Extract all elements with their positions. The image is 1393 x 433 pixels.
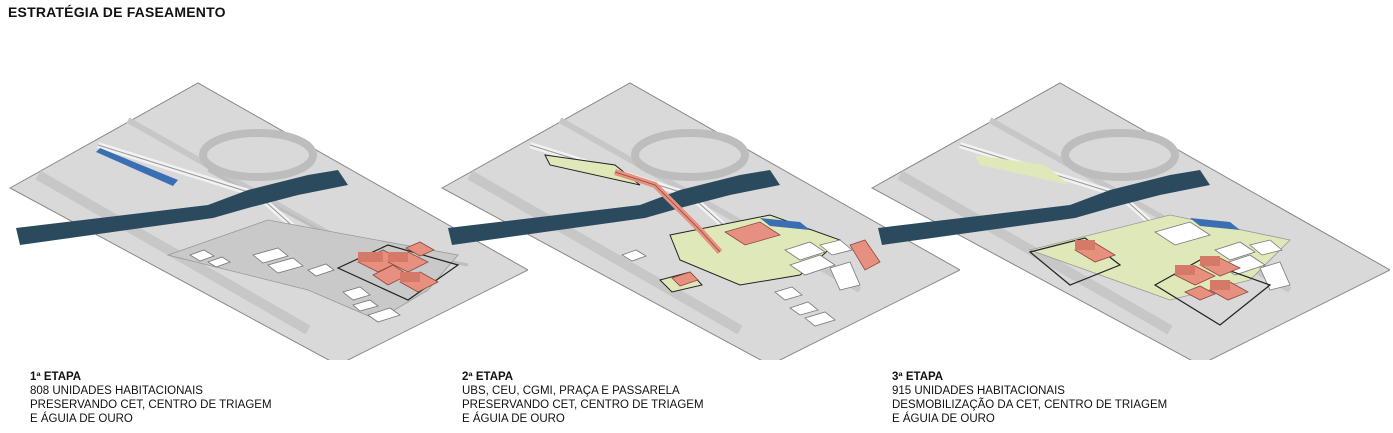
phase-1-line-1: 808 UNIDADES HABITACIONAIS — [30, 385, 203, 397]
phase-3-panel: 3ª ETAPA 915 UNIDADES HABITACIONAIS DESM… — [870, 0, 1390, 433]
phase-1-axonometric-drawing — [8, 82, 528, 360]
page-title: ESTRATÉGIA DE FASEAMENTO — [8, 4, 226, 20]
phase-3-axonometric-drawing — [870, 82, 1390, 360]
phase-2-axonometric-drawing — [440, 82, 960, 360]
phase-2-line-2: PRESERVANDO CET, CENTRO DE TRIAGEM — [462, 399, 704, 411]
phase-3-line-1: 915 UNIDADES HABITACIONAIS — [892, 385, 1065, 397]
phase-2-line-1: UBS, CEU, CGMI, PRAÇA E PASSARELA — [462, 385, 680, 397]
phase-2-line-3: E ÁGUIA DE OURO — [462, 413, 565, 425]
phase-1-caption: 1ª ETAPA 808 UNIDADES HABITACIONAIS PRES… — [30, 370, 272, 426]
phase-2-panel: 2ª ETAPA UBS, CEU, CGMI, PRAÇA E PASSARE… — [440, 0, 960, 433]
phase-1-line-2: PRESERVANDO CET, CENTRO DE TRIAGEM — [30, 399, 272, 411]
river-shape — [16, 170, 348, 245]
phase-2-caption: 2ª ETAPA UBS, CEU, CGMI, PRAÇA E PASSARE… — [462, 370, 704, 426]
phase-3-caption: 3ª ETAPA 915 UNIDADES HABITACIONAIS DESM… — [892, 370, 1167, 426]
phase-1-heading: 1ª ETAPA — [30, 371, 82, 383]
phase-3-line-3: E ÁGUIA DE OURO — [892, 413, 995, 425]
phase-1-panel: 1ª ETAPA 808 UNIDADES HABITACIONAIS PRES… — [8, 0, 528, 433]
public-facilities-blocks — [671, 221, 881, 287]
phase-1-line-3: E ÁGUIA DE OURO — [30, 413, 133, 425]
phase-2-heading: 2ª ETAPA — [462, 371, 514, 383]
phase-3-line-2: DESMOBILIZAÇÃO DA CET, CENTRO DE TRIAGEM — [892, 399, 1168, 411]
phase-3-heading: 3ª ETAPA — [892, 371, 944, 383]
